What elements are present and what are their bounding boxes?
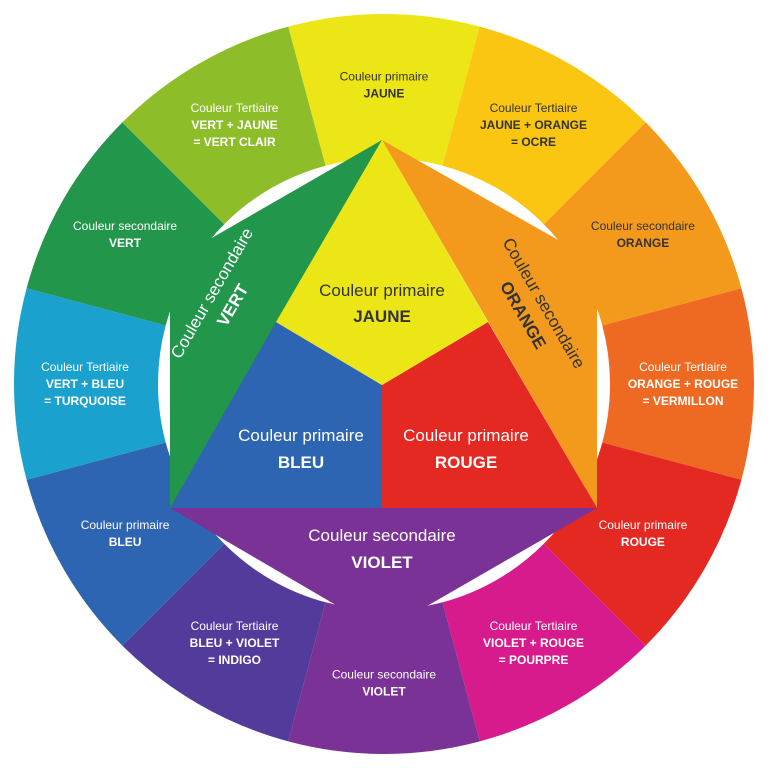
ring-label-category-violet: Couleur secondaire <box>332 668 436 682</box>
ring-label-name-indigo-2: = INDIGO <box>208 653 261 667</box>
ring-label-name-pourpre-1: VIOLET + ROUGE <box>483 636 584 650</box>
ring-label-category-indigo: Couleur Tertiaire <box>191 619 279 633</box>
ring-label-category-ocre: Couleur Tertiaire <box>490 101 578 115</box>
center-jaune-name: JAUNE <box>353 307 411 326</box>
ring-label-name-bleu-1: BLEU <box>109 535 142 549</box>
ring-label-name-rouge-1: ROUGE <box>621 535 665 549</box>
primary-rouge-triangle <box>382 322 597 508</box>
center-violet-name: VIOLET <box>351 553 413 572</box>
ring-label-name-pourpre-2: = POURPRE <box>499 653 569 667</box>
ring-label-name-ocre-1: JAUNE + ORANGE <box>480 118 587 132</box>
ring-segment-pourpre <box>442 543 646 742</box>
ring-label-category-pourpre: Couleur Tertiaire <box>490 619 578 633</box>
ring-label-category-jaune: Couleur primaire <box>340 70 429 84</box>
ring-segment-ocre <box>442 26 646 225</box>
secondary-violet-triangle <box>170 508 597 632</box>
ring-segment-turquoise <box>13 288 166 480</box>
ring-label-category-bleu: Couleur primaire <box>81 518 170 532</box>
center-rouge-name: ROUGE <box>435 453 497 472</box>
center-bleu-name: BLEU <box>278 453 324 472</box>
ring-label-name-turquoise-2: = TURQUOISE <box>44 394 126 408</box>
ring-label-category-turquoise: Couleur Tertiaire <box>41 360 129 374</box>
center-violet-category: Couleur secondaire <box>308 526 455 545</box>
ring-label-category-vert: Couleur secondaire <box>73 219 177 233</box>
center-jaune-category: Couleur primaire <box>319 281 445 300</box>
primary-jaune-triangle <box>276 140 488 322</box>
ring-label-name-jaune-1: JAUNE <box>364 87 405 101</box>
ring-label-category-vert-clair: Couleur Tertiaire <box>191 101 279 115</box>
ring-label-name-vermillon-2: = VERMILLON <box>642 394 723 408</box>
ring-label-name-ocre-2: = OCRE <box>511 135 556 149</box>
ring-label-name-indigo-1: BLEU + VIOLET <box>190 636 280 650</box>
ring-label-name-vert-1: VERT <box>109 236 142 250</box>
ring-label-name-vermillon-1: ORANGE + ROUGE <box>628 377 738 391</box>
ring-label-name-vert-clair-2: = VERT CLAIR <box>193 135 276 149</box>
ring-segment-jaune <box>288 14 480 166</box>
ring-segment-indigo <box>122 543 326 742</box>
ring-label-name-vert-clair-1: VERT + JAUNE <box>191 118 277 132</box>
ring-label-category-vermillon: Couleur Tertiaire <box>639 360 727 374</box>
inner-triangles <box>170 140 597 632</box>
primary-bleu-triangle <box>170 322 382 508</box>
center-bleu-category: Couleur primaire <box>238 426 364 445</box>
ring-segment-vert-clair <box>122 26 326 225</box>
primary-center-joint <box>276 322 488 385</box>
ring-label-category-rouge: Couleur primaire <box>599 518 688 532</box>
ring-segment-violet <box>288 602 480 754</box>
center-rouge-category: Couleur primaire <box>403 426 529 445</box>
secondary-orange-triangle <box>382 140 597 508</box>
ring-segment-vermillon <box>602 288 754 480</box>
ring-label-category-orange: Couleur secondaire <box>591 219 695 233</box>
ring-label-name-violet-1: VIOLET <box>362 685 406 699</box>
ring-label-name-turquoise-1: VERT + BLEU <box>46 377 124 391</box>
ring-label-name-orange-1: ORANGE <box>617 236 670 250</box>
